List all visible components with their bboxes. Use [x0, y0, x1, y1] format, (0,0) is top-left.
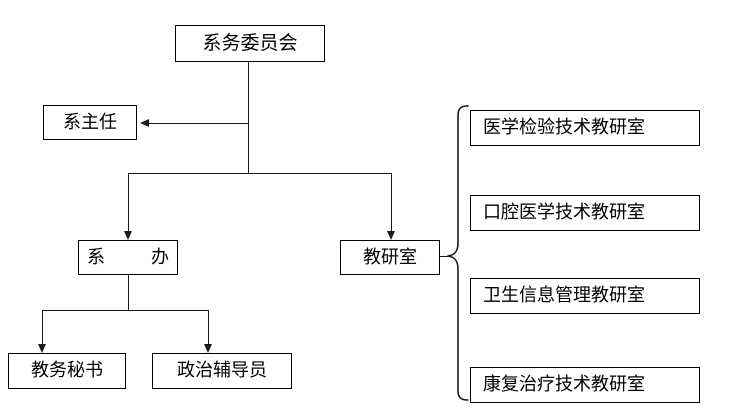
connector-to-teaching-office [391, 173, 392, 231]
node-teaching-office[interactable]: 教研室 [340, 240, 440, 275]
connector-office-trunk [128, 275, 129, 310]
department-label: 口腔医学技术教研室 [483, 202, 645, 223]
connector-to-counselor [208, 310, 209, 344]
arrowhead-director [140, 118, 149, 127]
node-counselor-label: 政治辅导员 [177, 360, 267, 381]
department-box-stomatology[interactable]: 口腔医学技术教研室 [470, 195, 700, 231]
connector-office-split-bar [42, 310, 208, 311]
department-box-health-information[interactable]: 卫生信息管理教研室 [470, 278, 700, 314]
department-label: 卫生信息管理教研室 [483, 285, 645, 306]
node-secretary-label: 教务秘书 [31, 360, 103, 381]
department-box-rehabilitation[interactable]: 康复治疗技术教研室 [470, 367, 700, 403]
connector-to-office [128, 173, 129, 231]
node-counselor[interactable]: 政治辅导员 [152, 353, 292, 389]
node-office-label: 系 办 [87, 246, 183, 268]
arrowhead-secretary [37, 344, 46, 353]
node-director-label: 系主任 [63, 111, 117, 133]
connector-committee-to-director [149, 123, 248, 124]
arrowhead-counselor [203, 344, 212, 353]
department-bracket [446, 105, 470, 401]
department-label: 医学检验技术教研室 [483, 117, 645, 138]
node-office[interactable]: 系 办 [78, 240, 178, 275]
node-committee[interactable]: 系务委员会 [175, 25, 325, 62]
department-label: 康复治疗技术教研室 [483, 374, 645, 395]
arrowhead-teaching-office [386, 231, 395, 240]
node-secretary[interactable]: 教务秘书 [8, 353, 126, 389]
connector-teaching-office-stub [440, 256, 450, 257]
node-director[interactable]: 系主任 [43, 105, 137, 140]
arrowhead-office [123, 231, 132, 240]
department-box-medical-laboratory[interactable]: 医学检验技术教研室 [470, 110, 700, 146]
node-teaching-office-label: 教研室 [363, 246, 417, 268]
connector-committee-trunk [248, 62, 249, 173]
connector-split-bar [128, 173, 392, 174]
node-committee-label: 系务委员会 [202, 32, 298, 54]
connector-to-secretary [42, 310, 43, 344]
